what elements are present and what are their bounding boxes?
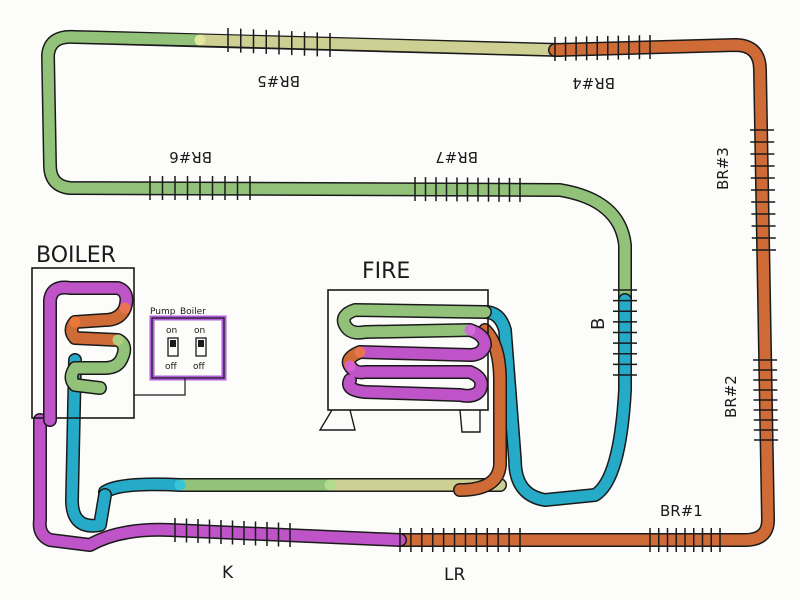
boiler-off-label: off	[193, 362, 206, 372]
bottom-magenta-pipe	[32, 413, 407, 552]
boiler-switch-label: Boiler	[180, 307, 206, 317]
br2-label: BR#2	[722, 375, 740, 418]
k-fins	[174, 518, 291, 547]
pump-label: Pump	[150, 307, 176, 317]
boiler-toggle-switch[interactable]	[195, 337, 207, 357]
lr-fins	[399, 528, 521, 552]
radiator-fins	[149, 28, 778, 552]
fire-orange-connector	[453, 323, 507, 497]
br1-label: BR#1	[660, 502, 703, 520]
boiler-cyan-flow	[65, 353, 112, 533]
br3-fins	[750, 129, 776, 251]
br6-label: BR#6	[169, 148, 212, 166]
boiler-label: BOILER	[36, 243, 116, 268]
radiator-labels: BR#1 BR#2 BR#3 BR#4 BR#5 BR#6 BR#7 B K L…	[169, 72, 740, 585]
k-label: K	[222, 563, 234, 583]
switch-panel: Pump Boiler on on off off	[134, 307, 227, 396]
switch-panel-frame	[149, 315, 227, 381]
br6-fins	[149, 176, 251, 200]
boiler-box	[31, 267, 135, 419]
br5-fins	[227, 28, 331, 57]
pump-toggle-switch[interactable]	[167, 337, 179, 357]
br5-label: BR#5	[257, 72, 300, 90]
lr-label: LR	[444, 565, 465, 585]
hot-flow-loop	[393, 38, 775, 547]
br4-label: BR#4	[572, 74, 615, 92]
br7-label: BR#7	[435, 148, 478, 166]
br7-fins	[414, 177, 521, 202]
fire-unit: FIRE	[318, 259, 492, 433]
b-label: B	[588, 318, 609, 330]
br3-label: BR#3	[714, 147, 732, 190]
b-fins	[613, 289, 637, 376]
pump-on-label: on	[166, 326, 177, 336]
fire-label: FIRE	[362, 259, 410, 284]
cyan-return-pipe	[478, 293, 632, 507]
middle-return-pipe	[98, 477, 507, 499]
boiler-unit: BOILER	[31, 243, 135, 427]
br2-fins	[753, 359, 778, 441]
boiler-on-label: on	[194, 326, 205, 336]
br1-fins	[649, 528, 721, 552]
pump-off-label: off	[165, 362, 178, 372]
br4-fins	[554, 35, 651, 61]
upper-return-loop	[41, 29, 632, 307]
